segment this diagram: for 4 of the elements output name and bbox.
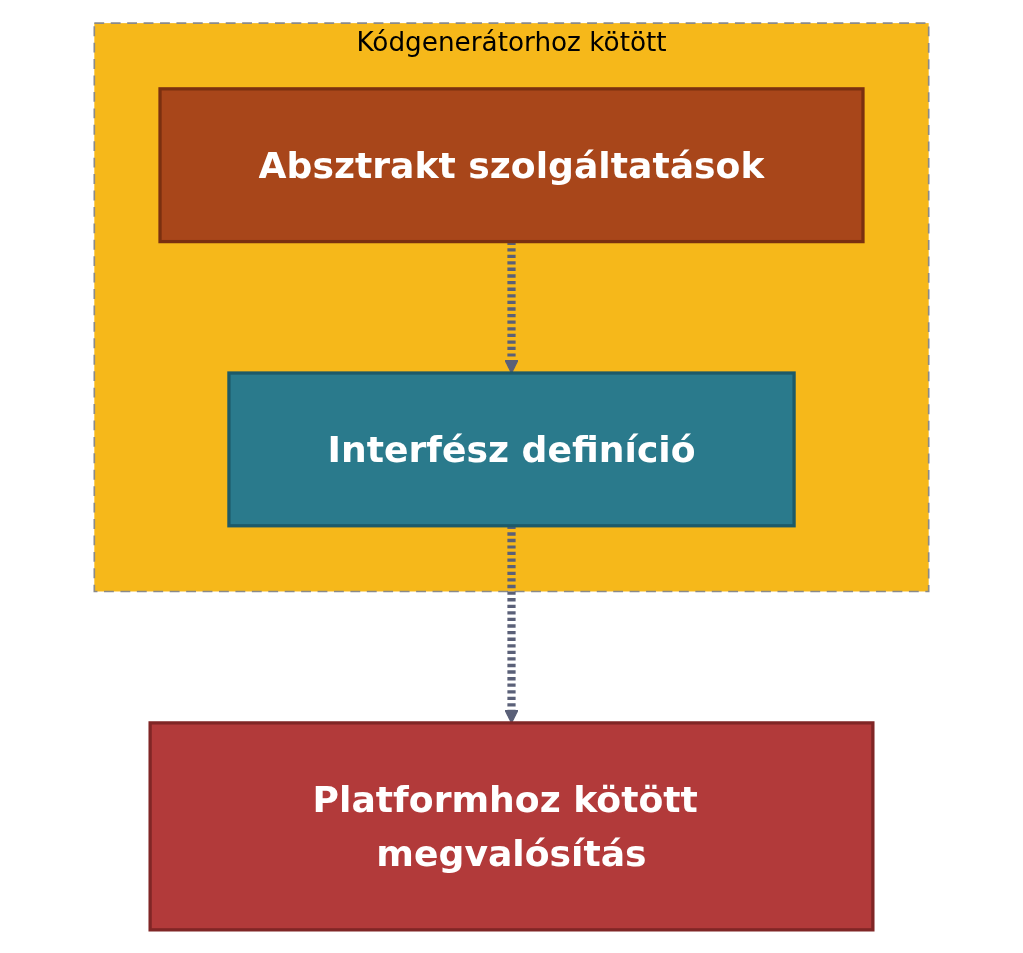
node-box: Absztrakt szolgáltatások xyxy=(158,87,865,244)
node-box: Platformhoz kötött megvalósítás xyxy=(148,721,875,932)
node-box: Interfész definíció xyxy=(227,371,796,528)
arrow xyxy=(504,241,519,374)
